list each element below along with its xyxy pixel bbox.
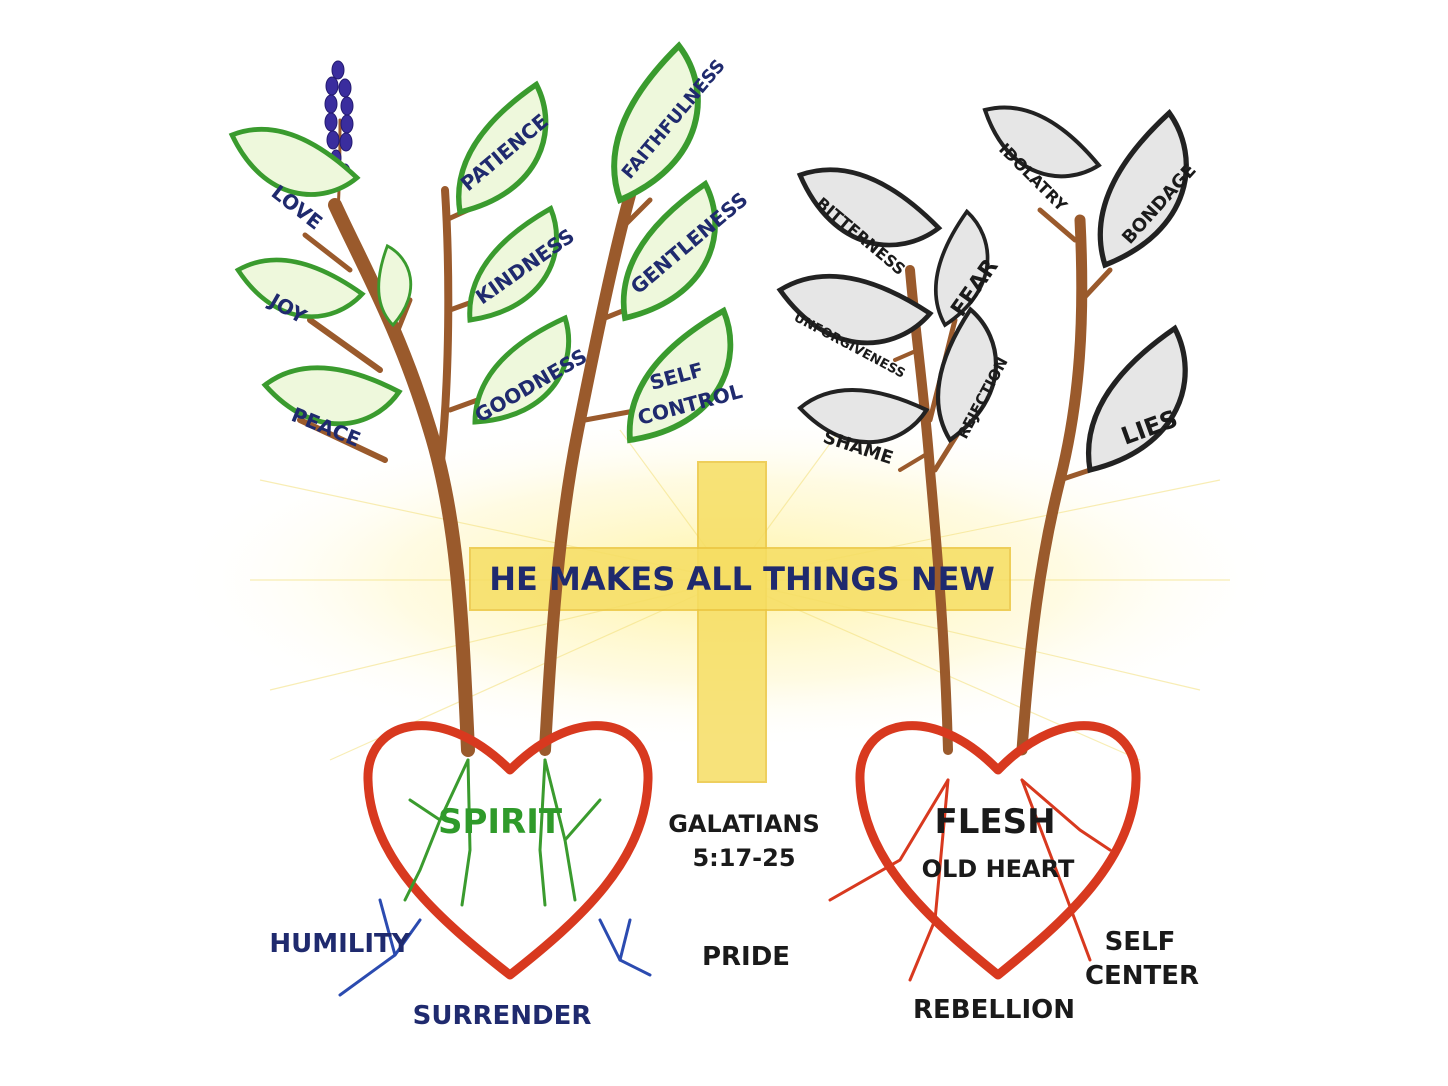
flesh-heart-label: FLESH — [934, 802, 1055, 842]
center-label: CENTER — [1085, 961, 1199, 991]
spirit-inner-roots — [403, 758, 602, 907]
flesh-roots — [828, 778, 1112, 982]
surrender-label: SURRENDER — [413, 1001, 592, 1031]
lavender-sprig-icon — [324, 60, 354, 181]
reference-line1: GALATIANS — [668, 810, 820, 838]
blue-roots — [338, 898, 652, 997]
spirit-heart-label: SPIRIT — [438, 802, 563, 842]
flesh-heart — [855, 721, 1141, 980]
pride-label: PRIDE — [702, 942, 790, 972]
banner-text: HE MAKES ALL THINGS NEW — [489, 560, 995, 598]
reference-line2: 5:17-25 — [692, 844, 795, 872]
flesh-trunk-left — [905, 265, 953, 755]
flesh-heart-sublabel: OLD HEART — [922, 855, 1075, 883]
self-label: SELF — [1105, 927, 1176, 957]
humility-label: HUMILITY — [269, 929, 411, 959]
hearts — [363, 721, 1141, 980]
spirit-trunk-right — [539, 189, 636, 756]
rebellion-label: REBELLION — [913, 995, 1075, 1025]
spirit-branch-mid — [436, 186, 453, 474]
spirit-trunk-left — [328, 198, 475, 757]
leaf-bondage — [1064, 112, 1222, 277]
cross-vertical — [697, 461, 767, 783]
spirit-heart — [363, 721, 653, 980]
